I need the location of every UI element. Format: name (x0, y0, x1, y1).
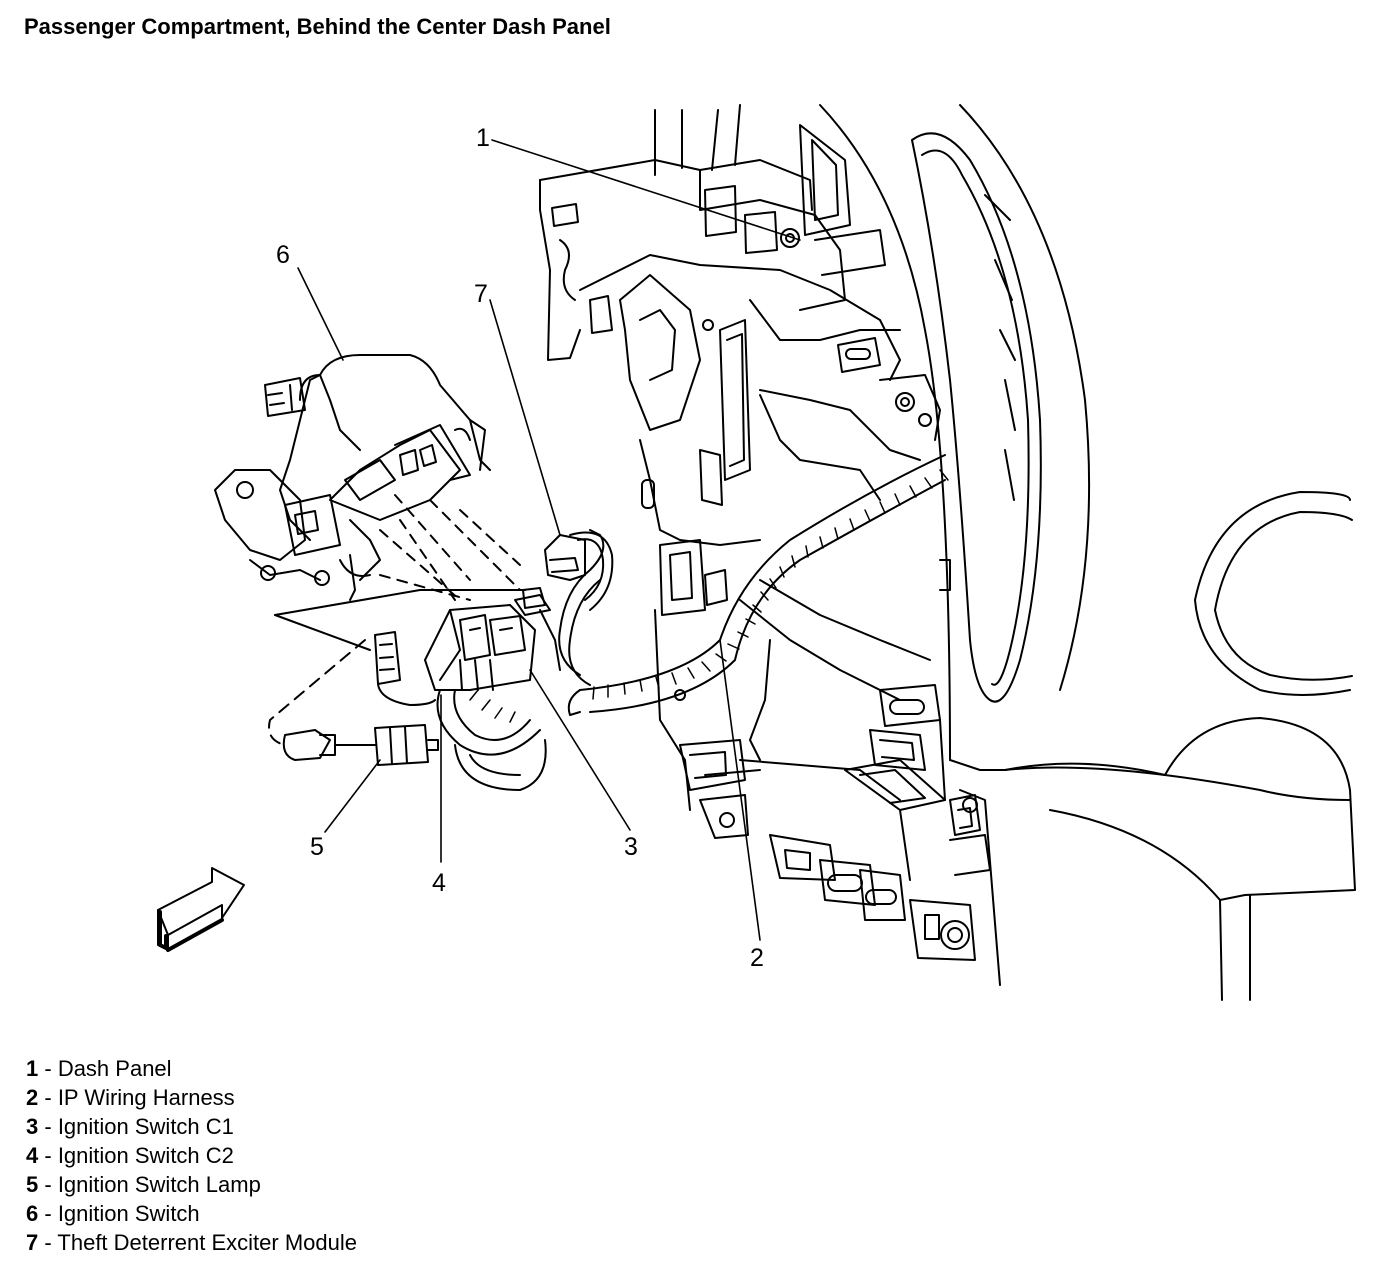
ignition-switch-connectors-drawing (424, 594, 561, 791)
callout-2: 2 (750, 944, 764, 972)
diagram-title: Passenger Compartment, Behind the Center… (24, 14, 611, 39)
legend-label: Ignition Switch Lamp (57, 1172, 261, 1197)
legend-label: Dash Panel (57, 1056, 172, 1081)
legend-number: 2 (26, 1085, 39, 1110)
legend-number: 5 (26, 1172, 39, 1197)
legend: 1 - Dash Panel 2 - IP Wiring Harness 3 -… (26, 1054, 357, 1257)
legend-number: 6 (26, 1201, 39, 1226)
legend-separator: - (38, 1172, 58, 1197)
legend-item-6: 6 - Ignition Switch (26, 1199, 357, 1228)
legend-label: IP Wiring Harness (57, 1085, 235, 1110)
theft-deterrent-module-drawing (522, 531, 614, 611)
legend-separator: - (38, 1114, 58, 1139)
legend-item-4: 4 - Ignition Switch C2 (26, 1141, 357, 1170)
callout-4: 4 (432, 869, 446, 897)
ignition-switch-lamp-drawing (282, 631, 439, 766)
ip-wiring-harness-drawing (558, 454, 949, 716)
legend-number: 3 (26, 1114, 39, 1139)
legend-label: Theft Deterrent Exciter Module (57, 1230, 357, 1255)
legend-item-1: 1 - Dash Panel (26, 1054, 357, 1083)
dash-panel-drawing (539, 104, 1356, 1001)
legend-item-2: 2 - IP Wiring Harness (26, 1083, 357, 1112)
legend-item-3: 3 - Ignition Switch C1 (26, 1112, 357, 1141)
callout-7: 7 (474, 280, 488, 308)
legend-number: 1 (26, 1056, 39, 1081)
callout-1: 1 (476, 124, 490, 152)
legend-separator: - (38, 1143, 58, 1168)
legend-label: Ignition Switch (57, 1201, 200, 1226)
ignition-switch-drawing (214, 354, 526, 746)
legend-separator: - (38, 1201, 58, 1226)
legend-label: Ignition Switch C1 (57, 1114, 234, 1139)
legend-item-5: 5 - Ignition Switch Lamp (26, 1170, 357, 1199)
callout-6: 6 (276, 241, 290, 269)
legend-label: Ignition Switch C2 (57, 1143, 234, 1168)
legend-item-7: 7 - Theft Deterrent Exciter Module (26, 1228, 357, 1257)
view-arrow (157, 867, 245, 952)
callout-3: 3 (624, 833, 638, 861)
callout-5: 5 (310, 833, 324, 861)
legend-number: 7 (26, 1230, 39, 1255)
legend-number: 4 (26, 1143, 39, 1168)
callout-leader-lines (297, 139, 801, 941)
legend-separator: - (38, 1230, 58, 1255)
legend-separator: - (38, 1056, 58, 1081)
component-locator-drawing: 1 6 7 5 3 4 2 (157, 104, 1356, 1001)
legend-separator: - (38, 1085, 58, 1110)
